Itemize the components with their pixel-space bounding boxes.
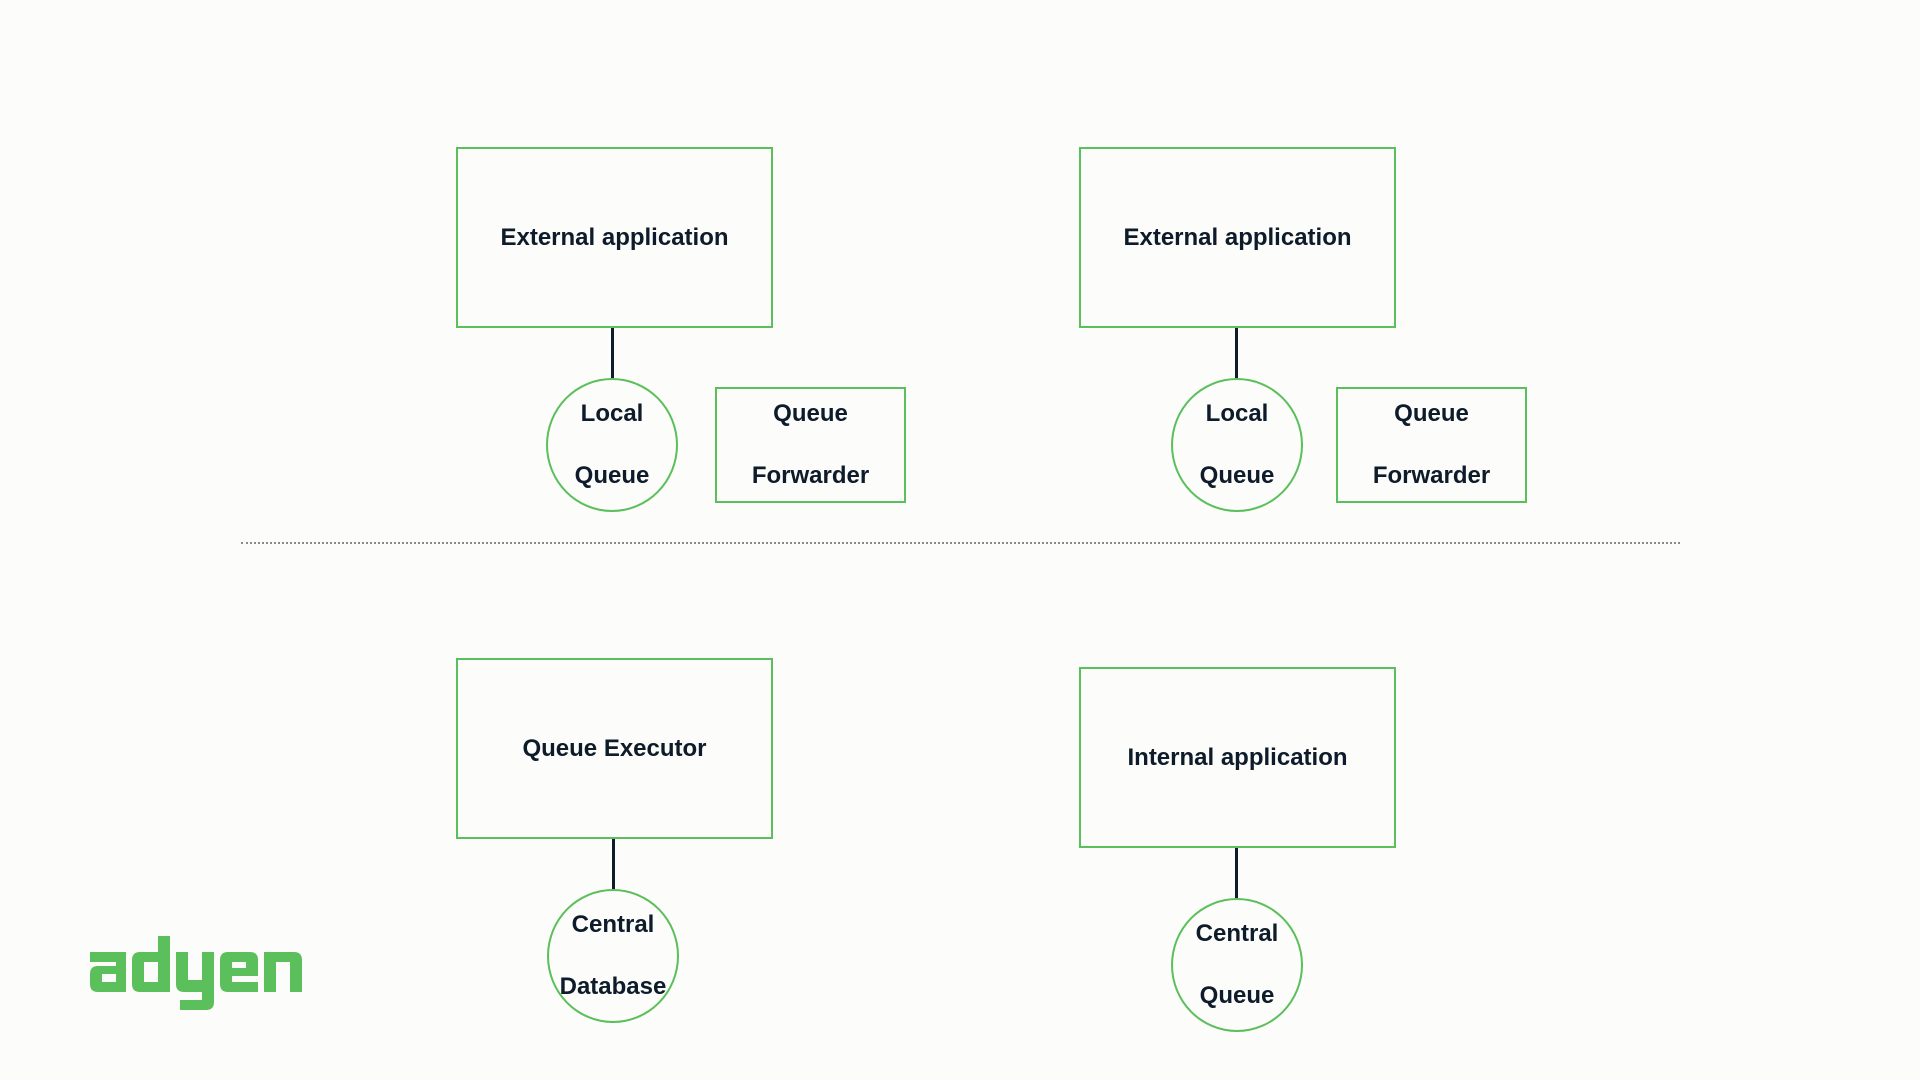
central-queue-circle: Central Queue <box>1171 898 1303 1032</box>
queue-forwarder-label-line2: Forwarder <box>1372 462 1491 489</box>
central-database-circle: Central Database <box>547 889 679 1023</box>
queue-executor-box: Queue Executor <box>456 658 773 839</box>
connector-line <box>1235 328 1238 378</box>
local-queue-label-line1: Local <box>580 400 644 427</box>
connector-line <box>1235 848 1238 898</box>
central-queue-label-line1: Central <box>1195 920 1279 947</box>
queue-forwarder-label-line2: Forwarder <box>751 462 870 489</box>
central-queue-label-line2: Queue <box>1199 982 1275 1009</box>
queue-forwarder-box-right: Queue Forwarder <box>1336 387 1527 503</box>
section-divider <box>241 542 1680 544</box>
local-queue-label-line2: Queue <box>574 462 650 489</box>
external-application-label: External application <box>500 223 729 251</box>
connector-line <box>612 839 615 889</box>
local-queue-label-line2: Queue <box>1199 462 1275 489</box>
central-database-label-line1: Central <box>571 911 655 938</box>
internal-application-box: Internal application <box>1079 667 1396 848</box>
adyen-logo: adyen <box>90 936 302 1010</box>
connector-line <box>611 328 614 378</box>
local-queue-circle-right: Local Queue <box>1171 378 1303 512</box>
local-queue-circle-left: Local Queue <box>546 378 678 512</box>
external-application-label: External application <box>1123 223 1352 251</box>
local-queue-label-line1: Local <box>1205 400 1269 427</box>
queue-forwarder-label-line1: Queue <box>1394 400 1469 427</box>
queue-executor-label: Queue Executor <box>522 734 707 762</box>
queue-forwarder-label-line1: Queue <box>773 400 848 427</box>
external-application-box-left: External application <box>456 147 773 328</box>
queue-forwarder-box-left: Queue Forwarder <box>715 387 906 503</box>
central-database-label-line2: Database <box>559 973 667 1000</box>
internal-application-label: Internal application <box>1127 743 1348 771</box>
external-application-box-right: External application <box>1079 147 1396 328</box>
